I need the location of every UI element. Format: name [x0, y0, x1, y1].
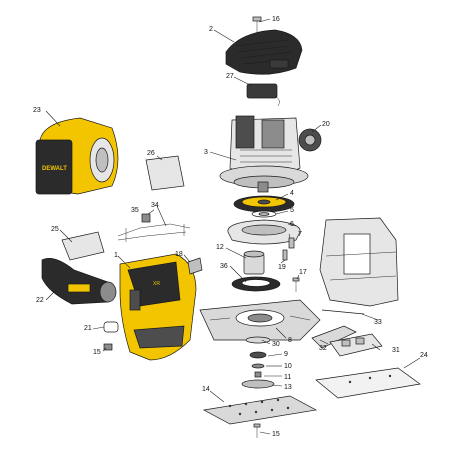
part-21-loop	[103, 321, 119, 333]
callout-3: 3	[204, 149, 208, 156]
callout-22: 22	[36, 297, 44, 304]
part-15-bottom-screw	[253, 423, 261, 438]
part-15-side-screw	[103, 343, 113, 351]
part-7-pin	[288, 237, 295, 249]
callout-13: 13	[284, 384, 292, 391]
callout-18: 18	[175, 251, 183, 258]
part-31-clamp-bracket	[329, 333, 383, 357]
callout-6: 6	[290, 221, 294, 228]
part-4-cooling-fan	[233, 195, 295, 213]
part-19-pin	[282, 249, 288, 261]
part-17-screw	[292, 277, 300, 292]
part-24-punch-plate	[315, 367, 421, 399]
callout-21: 21	[84, 325, 92, 332]
battery-text: XR	[153, 281, 160, 287]
part-33-rod	[321, 309, 365, 315]
callout-32: 32	[319, 345, 327, 352]
callout-30: 30	[272, 341, 280, 348]
part-13-pad-mount	[241, 379, 275, 389]
brand-logo: DEWALT	[42, 166, 67, 172]
callout-24: 24	[420, 352, 428, 359]
callout-12: 12	[216, 244, 224, 251]
callout-numbers: 16 2 27 3 20 4 5 6 7 19 17 12 36 8 30 9 …	[33, 16, 428, 438]
callout-20: 20	[322, 121, 330, 128]
part-3-motor-assembly	[219, 115, 309, 193]
callout-7: 7	[298, 231, 302, 238]
part-14-sanding-pad	[202, 395, 318, 425]
part-35-screw	[141, 213, 151, 223]
callout-1: 1	[114, 252, 118, 259]
callout-9: 9	[284, 351, 288, 358]
callout-15-side: 15	[93, 349, 101, 356]
part-1-main-housing: XR	[119, 253, 197, 361]
callout-33: 33	[374, 319, 382, 326]
part-18-clip	[187, 257, 203, 275]
part-12-sleeve	[243, 250, 265, 275]
callout-2: 2	[209, 26, 213, 33]
part-20-fan	[298, 128, 322, 152]
part-10-collar	[251, 363, 265, 369]
callout-15-bottom: 15	[272, 431, 280, 438]
callout-11: 11	[284, 374, 291, 381]
callout-19: 19	[278, 264, 286, 271]
callout-27: 27	[226, 73, 234, 80]
callout-10: 10	[284, 363, 292, 370]
leader-lines	[45, 18, 421, 435]
part-32-clamp-lever	[311, 325, 357, 349]
callout-35: 35	[131, 207, 139, 214]
callout-23: 23	[33, 107, 41, 114]
part-26-label-sheet	[145, 155, 185, 191]
callout-5: 5	[290, 207, 294, 214]
right-housing-half	[319, 217, 399, 307]
part-30-washer	[245, 336, 271, 344]
part-22-dust-port	[41, 258, 117, 305]
part-11-pin	[254, 371, 262, 378]
callout-26: 26	[147, 150, 155, 157]
callout-8: 8	[288, 337, 292, 344]
part-5-washer	[251, 210, 277, 218]
part-23-battery-pack: DEWALT	[35, 117, 119, 195]
part-8-base-frame	[199, 299, 321, 341]
callout-17: 17	[299, 269, 307, 276]
callout-25: 25	[51, 226, 59, 233]
callout-36: 36	[220, 263, 228, 270]
callout-16: 16	[272, 16, 280, 23]
part-16-top-screw	[252, 16, 262, 34]
part-9-bearing	[249, 351, 267, 359]
part-34-spring-clip	[117, 223, 191, 242]
part-36-bearing	[231, 276, 281, 292]
callout-4: 4	[290, 190, 294, 197]
part-6-shroud	[227, 219, 301, 245]
part-25-foam-block	[61, 231, 105, 261]
callout-14: 14	[202, 386, 210, 393]
part-27-switch	[246, 83, 280, 107]
part-2-top-cover	[225, 29, 303, 75]
callout-34: 34	[151, 202, 159, 209]
callout-31: 31	[392, 347, 400, 354]
